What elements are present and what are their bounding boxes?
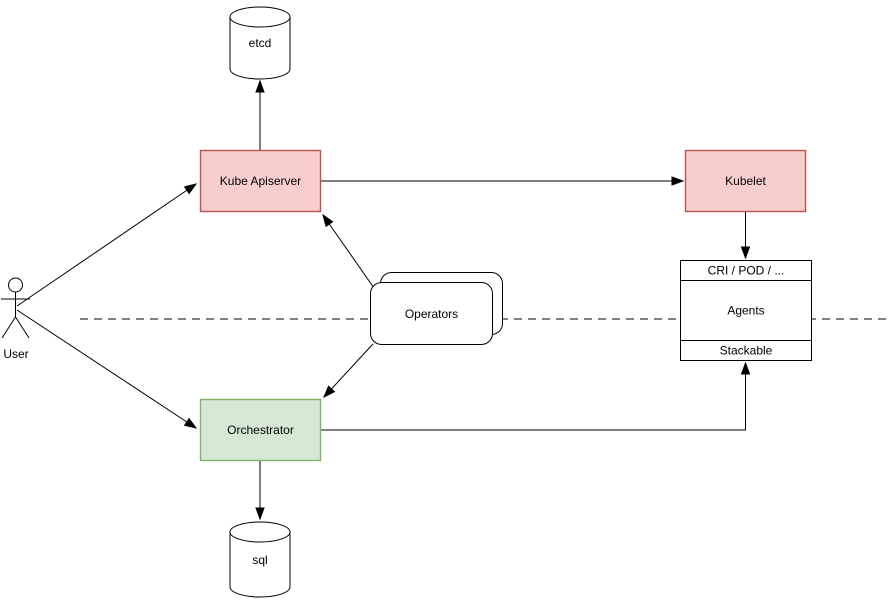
agents-footer-label: Stackable	[720, 344, 773, 358]
user-label: User	[3, 347, 28, 361]
sql-cylinder-lid	[229, 531, 291, 543]
etcd-cylinder-lid	[229, 16, 291, 28]
orchestrator-box	[199, 398, 322, 462]
edge-user-to-kube-apiserver	[16, 184, 196, 307]
actor-left-leg	[1, 316, 16, 339]
edge-orchestrator-to-agents	[321, 363, 746, 431]
edge-user-to-orchestrator	[16, 309, 196, 428]
etcd-label: etcd	[249, 36, 272, 50]
agents-header-label: CRI / POD / ...	[708, 264, 785, 278]
agents-body-label: Agents	[727, 304, 764, 318]
operators-label: Operators	[405, 307, 458, 321]
actor-right-leg	[15, 316, 30, 339]
node-orchestrator: Orchestrator	[199, 398, 322, 462]
edge-operators-to-orchestrator	[324, 343, 374, 397]
kube-apiserver-box	[199, 149, 322, 213]
node-operators: Operators	[370, 272, 503, 345]
actor-head	[8, 277, 23, 293]
kubelet-label: Kubelet	[725, 174, 766, 188]
node-sql: sql	[229, 521, 291, 598]
operators-front-card	[370, 282, 493, 345]
orchestrator-label: Orchestrator	[227, 423, 294, 437]
kubelet-box	[684, 149, 807, 213]
sql-label: sql	[252, 553, 267, 567]
edge-operators-to-kube-apiserver	[323, 215, 375, 289]
node-kubelet: Kubelet	[684, 149, 807, 213]
agents-outer-box	[680, 260, 812, 361]
kube-apiserver-label: Kube Apiserver	[220, 174, 301, 188]
node-etcd: etcd	[229, 6, 291, 80]
node-user-actor: User	[1, 277, 30, 361]
node-kube-apiserver: Kube Apiserver	[199, 149, 322, 213]
node-agents: CRI / POD / ... Agents Stackable	[680, 260, 812, 361]
